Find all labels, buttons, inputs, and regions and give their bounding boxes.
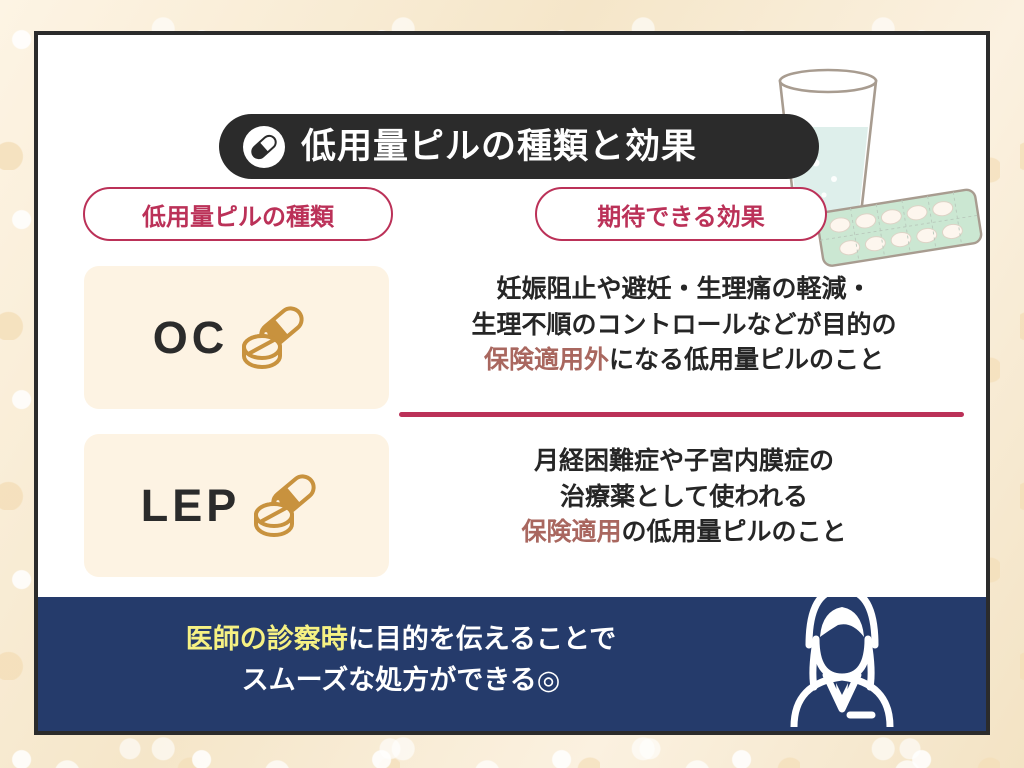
- infographic-card: 低用量ピルの種類と効果 低用量ピルの種類 期待できる効果 OC LEP: [34, 31, 990, 735]
- capsule-pill-icon: [243, 125, 285, 168]
- type-card-lep: LEP: [84, 434, 389, 577]
- description-line: 妊娠阻止や避妊・生理痛の軽減・: [399, 272, 969, 308]
- type-abbr-oc: OC: [152, 312, 229, 363]
- type-card-oc: OC: [84, 266, 389, 409]
- description-line: 保険適用外になる低用量ピルのこと: [399, 343, 969, 379]
- doctor-person-icon: [790, 585, 894, 727]
- description-text: の低用量ピルのこと: [621, 518, 847, 546]
- description-line: 月経困難症や子宮内膜症の: [399, 444, 969, 480]
- description-oc: 妊娠阻止や避妊・生理痛の軽減・ 生理不順のコントロールなどが目的の 保険適用外に…: [399, 272, 969, 379]
- description-line: 治療薬として使われる: [399, 480, 969, 516]
- footer-text-rest: に目的を伝えることで: [347, 624, 617, 654]
- pill-capsule-tablet-icon: [254, 473, 316, 537]
- section-badge-types: 低用量ピルの種類: [83, 187, 393, 241]
- description-line: 生理不順のコントロールなどが目的の: [399, 308, 969, 344]
- page-title-bar: 低用量ピルの種類と効果: [219, 114, 819, 179]
- description-lep: 月経困難症や子宮内膜症の 治療薬として使われる 保険適用の低用量ピルのこと: [399, 444, 969, 551]
- section-badge-effects-label: 期待できる効果: [597, 203, 765, 231]
- description-line: 保険適用の低用量ピルのこと: [399, 515, 969, 551]
- description-text: 月経困難症や子宮内膜症の: [533, 447, 834, 475]
- description-highlight: 保険適用: [521, 518, 622, 546]
- description-text: 妊娠阻止や避妊・生理痛の軽減・: [496, 275, 872, 303]
- pill-capsule-tablet-icon: [242, 305, 304, 369]
- footer-line-2: スムーズな処方ができる◎: [241, 664, 561, 695]
- section-badge-types-label: 低用量ピルの種類: [142, 203, 334, 231]
- footer-highlight: 医師の診察時: [185, 624, 348, 654]
- description-text: になる低用量ピルのこと: [609, 346, 885, 374]
- description-highlight: 保険適用外: [483, 346, 609, 374]
- section-divider: [399, 412, 964, 417]
- description-text: 治療薬として使われる: [559, 482, 808, 511]
- description-text: 生理不順のコントロールなどが目的の: [471, 310, 897, 339]
- footer-message: 医師の診察時に目的を伝えることで スムーズな処方ができる◎: [38, 619, 764, 700]
- footer-line-1: 医師の診察時に目的を伝えることで: [38, 619, 764, 660]
- type-abbr-lep: LEP: [140, 480, 241, 531]
- page-title: 低用量ピルの種類と効果: [301, 127, 698, 166]
- section-badge-effects: 期待できる効果: [535, 187, 827, 241]
